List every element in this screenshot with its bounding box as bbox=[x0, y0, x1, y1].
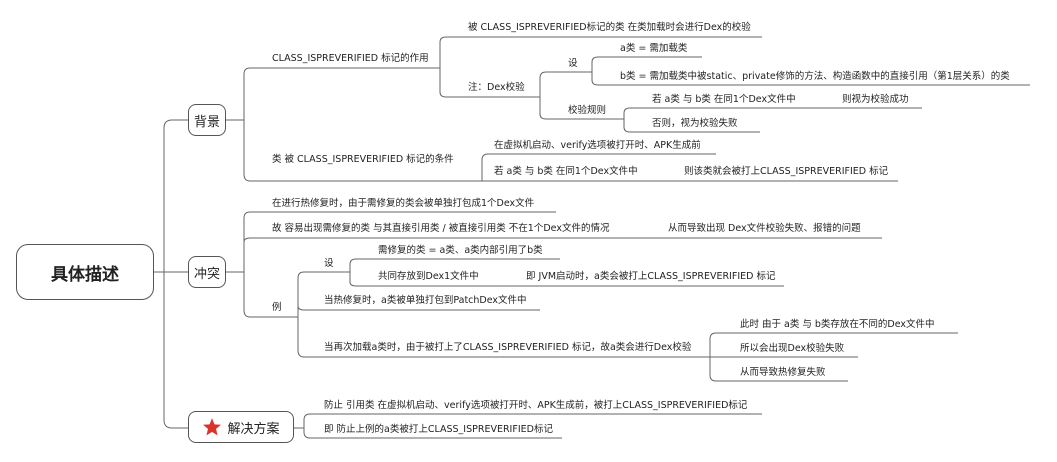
a-definition: a类 = 需加载类 bbox=[620, 43, 688, 54]
branch-background[interactable]: 背景 bbox=[188, 104, 226, 136]
example-b: 共同存放到Dex1文件中 bbox=[378, 271, 479, 282]
example-b-result: 即 JVM启动时，a类会被打上CLASS_ISPREVERIFIED 标记 bbox=[526, 271, 776, 282]
dex-note: 注：Dex校验 bbox=[468, 82, 525, 93]
cond-title: 类 被 CLASS_ISPREVERIFIED 标记的条件 bbox=[272, 154, 454, 165]
example-e-1: 此时 由于 a类 与 b类存放在不同的Dex文件中 bbox=[740, 319, 935, 330]
branch-conflict[interactable]: 冲突 bbox=[188, 256, 226, 288]
role-title: CLASS_ISPREVERIFIED 标记的作用 bbox=[272, 53, 429, 64]
conflict-line-2-result: 从而导致出现 Dex文件校验失败、报错的问题 bbox=[668, 223, 861, 234]
cond-2-condition: 若 a类 与 b类 在同1个Dex文件中 bbox=[494, 166, 638, 177]
rule-success: 则视为校验成功 bbox=[842, 94, 909, 105]
example-label: 例 bbox=[272, 302, 282, 313]
example-e-3: 从而导致热修复失败 bbox=[740, 367, 826, 378]
rule-label: 校验规则 bbox=[568, 105, 607, 116]
conflict-line-2: 故 容易出现需修复的类 与其直接引用类 / 被直接引用类 不在1个Dex文件的情… bbox=[272, 223, 610, 234]
example-e-2: 所以会出现Dex校验失败 bbox=[740, 343, 845, 354]
cond-1: 在虚拟机启动、verify选项被打开时、APK生成前 bbox=[494, 140, 701, 151]
branch-solution[interactable]: 解决方案 bbox=[188, 411, 294, 443]
cond-2-result: 则该类就会被打上CLASS_ISPREVERIFIED 标记 bbox=[684, 166, 889, 177]
conflict-line-1: 在进行热修复时，由于需修复的类会被单独打包成1个Dex文件 bbox=[272, 198, 535, 209]
example-assume: 设 bbox=[324, 258, 334, 269]
solution-line-2: 即 防止上例的a类被打上CLASS_ISPREVERIFIED标记 bbox=[324, 424, 553, 435]
example-c: 当热修复时，a类被单独打包到PatchDex文件中 bbox=[324, 295, 527, 306]
solution-line-1: 防止 引用类 在虚拟机启动、verify选项被打开时、APK生成前，被打上CLA… bbox=[324, 400, 748, 411]
role-desc: 被 CLASS_ISPREVERIFIED标记的类 在类加载时会进行Dex的校验 bbox=[468, 22, 751, 33]
assume-label: 设 bbox=[568, 58, 578, 69]
star-icon bbox=[203, 418, 222, 436]
example-d: 当再次加载a类时，由于被打上了CLASS_ISPREVERIFIED 标记，故a… bbox=[324, 342, 692, 353]
b-definition: b类 = 需加载类中被static、private修饰的方法、构造函数中的直接引… bbox=[620, 71, 1010, 82]
branch-solution-label: 解决方案 bbox=[227, 421, 280, 437]
example-a: 需修复的类 = a类、a类内部引用了b类 bbox=[378, 245, 543, 256]
root-node[interactable]: 具体描述 bbox=[16, 244, 154, 300]
rule-failure: 否则，视为校验失败 bbox=[652, 118, 738, 129]
rule-condition: 若 a类 与 b类 在同1个Dex文件中 bbox=[652, 94, 796, 105]
